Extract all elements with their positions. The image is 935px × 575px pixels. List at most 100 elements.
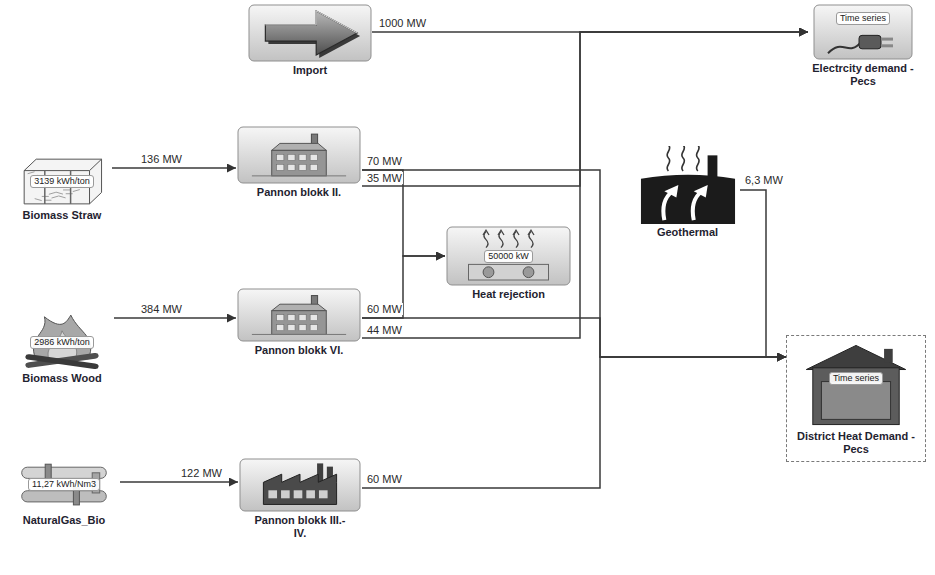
house-interior xyxy=(821,382,890,420)
heat-arrow-head xyxy=(664,185,678,197)
icon-box xyxy=(639,146,737,224)
demand-sink: Time seriesElectrcity demand - Pecs xyxy=(808,4,918,88)
window xyxy=(299,325,306,331)
ground-block xyxy=(640,175,734,224)
node-label: Biomass Straw xyxy=(12,209,112,222)
heat-wave-head xyxy=(528,230,534,235)
icon-panel xyxy=(238,127,360,183)
tower xyxy=(707,155,717,178)
log xyxy=(25,354,99,370)
import-icon xyxy=(248,4,372,62)
straw-hatch xyxy=(63,189,70,190)
window xyxy=(299,154,306,160)
node-label: NaturalGas_Bio xyxy=(8,514,120,527)
flow-connector xyxy=(362,357,786,488)
icon-box xyxy=(239,458,361,512)
connector-group xyxy=(112,32,808,488)
building xyxy=(272,311,327,335)
flow-value: 70 MW xyxy=(366,155,403,167)
straw-hatch xyxy=(52,196,59,198)
arrow-highlight xyxy=(265,11,357,33)
flow-value: 35 MW xyxy=(366,172,403,184)
demand-sink: Time seriesDistrict Heat Demand - Pecs xyxy=(786,335,926,462)
straw-hatch xyxy=(66,193,73,194)
flow-value: 122 MW xyxy=(180,467,223,479)
building xyxy=(272,150,327,176)
window xyxy=(277,325,284,331)
window xyxy=(268,490,277,498)
icon-caption: 11,27 kWh/Nm3 xyxy=(28,478,100,491)
flow-value: 60 MW xyxy=(366,303,403,315)
plant-icon xyxy=(237,288,361,342)
icon-box: Time series xyxy=(813,4,913,60)
icon-caption: 2986 kWh/ton xyxy=(30,336,94,349)
geo-icon xyxy=(639,146,737,224)
power-plant: Pannon blokk III.-IV. xyxy=(238,458,362,540)
icon-box: Time series xyxy=(802,342,910,428)
flow-connector xyxy=(740,190,786,357)
window xyxy=(306,490,315,498)
window xyxy=(288,164,295,170)
flow-value: 136 MW xyxy=(140,153,183,165)
heat-arrow-head xyxy=(693,185,707,197)
fuel-source: 2986 kWh/tonBiomass Wood xyxy=(10,314,114,385)
node-label: Pannon blokk III.-IV. xyxy=(252,514,348,540)
node-label: Geothermal xyxy=(635,226,740,239)
straw-hatch xyxy=(73,190,80,192)
window xyxy=(281,490,290,498)
window xyxy=(319,490,328,498)
icon-box xyxy=(248,4,372,62)
window xyxy=(299,315,306,321)
house-chimney xyxy=(884,349,893,363)
icon-caption: 50000 kW xyxy=(484,250,533,263)
icon-panel xyxy=(240,459,360,511)
heat-wave-head xyxy=(483,230,489,235)
ground-line xyxy=(252,334,346,335)
factory-building xyxy=(263,474,336,504)
icon-box: 3139 kWh/ton xyxy=(19,155,105,207)
fan xyxy=(483,267,494,278)
node-label: Pannon blokk VI. xyxy=(236,344,362,357)
straw-bale xyxy=(24,159,101,204)
flow-value: 60 MW xyxy=(366,473,403,485)
flow-connector xyxy=(114,317,236,319)
flow-connector xyxy=(112,167,236,169)
plug-prong xyxy=(881,38,893,41)
geothermal-source: Geothermal xyxy=(635,146,740,239)
icon-panel xyxy=(238,289,360,341)
heat-rejection: 50000 kWHeat rejection xyxy=(445,226,572,301)
flow-connector xyxy=(362,32,808,338)
flow-connector xyxy=(362,170,786,357)
window xyxy=(310,164,317,170)
node-label: Biomass Wood xyxy=(10,372,114,385)
factory-icon xyxy=(239,458,361,512)
node-label: Electrcity demand - Pecs xyxy=(810,62,916,88)
import-arrow xyxy=(265,11,357,55)
power-plant: Pannon blokk II. xyxy=(236,126,362,199)
window xyxy=(310,154,317,160)
flow-connector xyxy=(362,170,445,256)
window xyxy=(288,315,295,321)
power-plant: Pannon blokk VI. xyxy=(236,288,362,357)
heat-arrow xyxy=(692,191,701,220)
node-label: Import xyxy=(248,64,372,77)
icon-caption: Time series xyxy=(829,372,883,385)
flow-connector xyxy=(362,32,808,186)
icon-box xyxy=(237,288,361,342)
window xyxy=(288,325,295,331)
steam xyxy=(681,146,684,171)
flow-value: 6,3 MW xyxy=(744,174,784,186)
fan xyxy=(523,267,534,278)
cable xyxy=(828,42,861,53)
heat-arrow xyxy=(663,191,672,220)
ground-line xyxy=(252,175,346,176)
window xyxy=(294,490,303,498)
fuel-source: 3139 kWh/tonBiomass Straw xyxy=(12,155,112,222)
icon-caption: Time series xyxy=(836,12,890,25)
window xyxy=(288,154,295,160)
heat-wave xyxy=(484,232,488,248)
node-label: District Heat Demand - Pecs xyxy=(791,430,921,456)
flow-connector xyxy=(120,481,238,483)
window xyxy=(277,315,284,321)
heat-wave-head xyxy=(513,230,519,235)
